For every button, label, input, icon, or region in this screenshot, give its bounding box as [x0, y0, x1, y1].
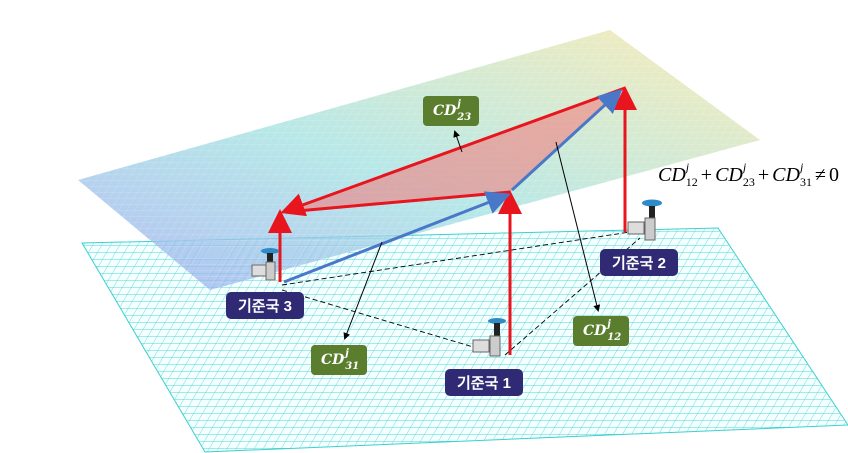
formula-sub-1: 12: [685, 175, 698, 189]
cd23-base: CD: [433, 103, 457, 119]
upper-grid: [78, 30, 760, 290]
cd12-sup: j: [607, 319, 611, 330]
ground-grid: [82, 228, 848, 452]
cd12-base: CD: [583, 323, 607, 339]
cd31-sup: j: [345, 348, 349, 359]
cd12-sub: 12: [607, 332, 622, 343]
station-3-label: 기준국 3: [226, 292, 304, 319]
station-3-computer-icon: [251, 248, 279, 281]
station-2-label: 기준국 2: [600, 249, 678, 276]
red-top-line: [280, 86, 626, 217]
cd23-sub: 23: [457, 112, 472, 123]
station-2-computer-icon: [627, 199, 662, 241]
formula-plus-2: +: [757, 163, 770, 186]
arrow-cd23: [453, 130, 463, 153]
arrow-cd12: [555, 141, 601, 312]
station-1-label: 기준국 1: [445, 369, 523, 396]
formula-sub-2: 23: [742, 175, 755, 189]
formula-plus-1: +: [700, 163, 713, 186]
formula-sup-1: j: [685, 160, 690, 174]
cd23-sup: j: [457, 99, 461, 110]
blue-vector-31: [283, 191, 511, 284]
formula-sup-3: j: [799, 160, 804, 174]
cd31-base: CD: [321, 352, 345, 368]
cd31-sub: 31: [345, 361, 360, 372]
formula-neq: ≠: [814, 163, 826, 186]
red-base-line: [285, 190, 511, 214]
blue-vector-12: [510, 88, 623, 192]
station-1-computer-icon: [472, 318, 506, 357]
formula-rhs: 0: [828, 163, 839, 186]
formula-base-1: CD: [658, 163, 686, 186]
formula-sup-2: j: [742, 160, 747, 174]
arrow-cd31: [343, 241, 383, 340]
formula-sub-3: 31: [799, 175, 812, 189]
formula-base-3: CD: [772, 163, 800, 186]
formula-base-2: CD: [715, 163, 743, 186]
